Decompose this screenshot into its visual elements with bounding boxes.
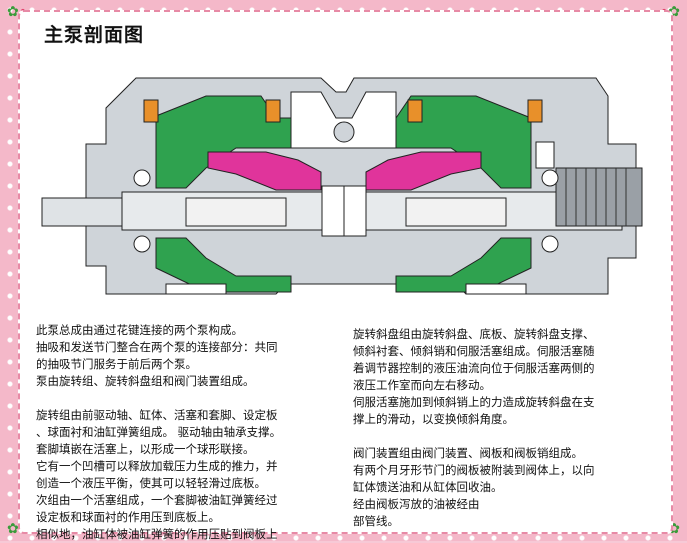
text-line: 伺服活塞施加到倾斜销上的力造成旋转斜盘在支: [353, 395, 595, 409]
valve-plate-right: [365, 151, 482, 191]
text-line: 、球面衬和油缸弹簧组成。 驱动轴由轴承支撑。: [36, 425, 282, 439]
text-line: 有两个月牙形节门的阀板被附装到阀体上，以向: [353, 463, 595, 477]
text-line: 旋转组由前驱动轴、缸体、活塞和套脚、设定板: [36, 408, 278, 422]
text-line: 次组由一个活塞组成，一个套脚被油缸弹簧经过: [36, 493, 278, 507]
text-line: 着调节器控制的液压油流向位于伺服活塞两侧的: [353, 361, 595, 375]
text-line: 的抽吸节门服务于前后两个泵。: [36, 357, 197, 371]
text-line: 倾斜衬套、倾斜销和伺服活塞组成。伺服活塞随: [353, 344, 595, 358]
piston-left: [185, 197, 287, 227]
text-line: 撑上的滑动，以变换倾斜角度。: [353, 412, 514, 426]
pump-cross-section-diagram: [41, 77, 643, 295]
left-text-column: 此泵总成由通过花键连接的两个泵构成。抽吸和发送节门整合在两个泵的连接部分：共同的…: [36, 322, 336, 543]
valve-plate-left: [207, 151, 322, 191]
text-line: 抽吸和发送节门整合在两个泵的连接部分：共同: [36, 340, 278, 354]
text-line: 它有一个凹槽可以释放加载压力生成的推力，并: [36, 459, 278, 473]
page-title: 主泵剖面图: [44, 24, 145, 46]
text-line: 阀门装置组由阀门装置、阀板和阀板销组成。: [353, 446, 583, 460]
text-line: 缸体馈送油和从缸体回收油。: [353, 480, 503, 494]
bearing: [133, 169, 151, 187]
piston-right: [405, 197, 507, 227]
text-line: 部管线。: [353, 514, 399, 528]
right-text-column: 旋转斜盘组由旋转斜盘、底板、旋转斜盘支撑、倾斜衬套、倾斜销和伺服活塞组成。伺服活…: [353, 326, 659, 530]
text-line: 此泵总成由通过花键连接的两个泵构成。: [36, 323, 243, 337]
text-line: 液压工作室而向左右移动。: [353, 378, 491, 392]
spring-right: [407, 99, 423, 123]
green-seal-right: [395, 95, 532, 189]
text-line: 创造一个液压平衡，使其可以轻轻滑过底板。: [36, 476, 266, 490]
spring-left: [143, 99, 159, 123]
drive-shaft: [41, 197, 123, 227]
text-line: 设定板和球面衬的作用压到底板上。: [36, 510, 220, 524]
text-line: 经由阀板泻放的油被经由: [353, 497, 480, 511]
text-line: 套脚填嵌在活塞上，以形成一个球形联接。: [36, 442, 255, 456]
text-line: 相似地，油缸体被油缸弹簧的作用压贴到阀板上: [36, 527, 278, 541]
text-line: [36, 390, 336, 407]
regulator: [555, 167, 643, 227]
text-line: 旋转斜盘组由旋转斜盘、底板、旋转斜盘支撑、: [353, 327, 595, 341]
text-line: [353, 428, 659, 445]
text-line: 泵由旋转组、旋转斜盘组和阀门装置组成。: [36, 374, 255, 388]
